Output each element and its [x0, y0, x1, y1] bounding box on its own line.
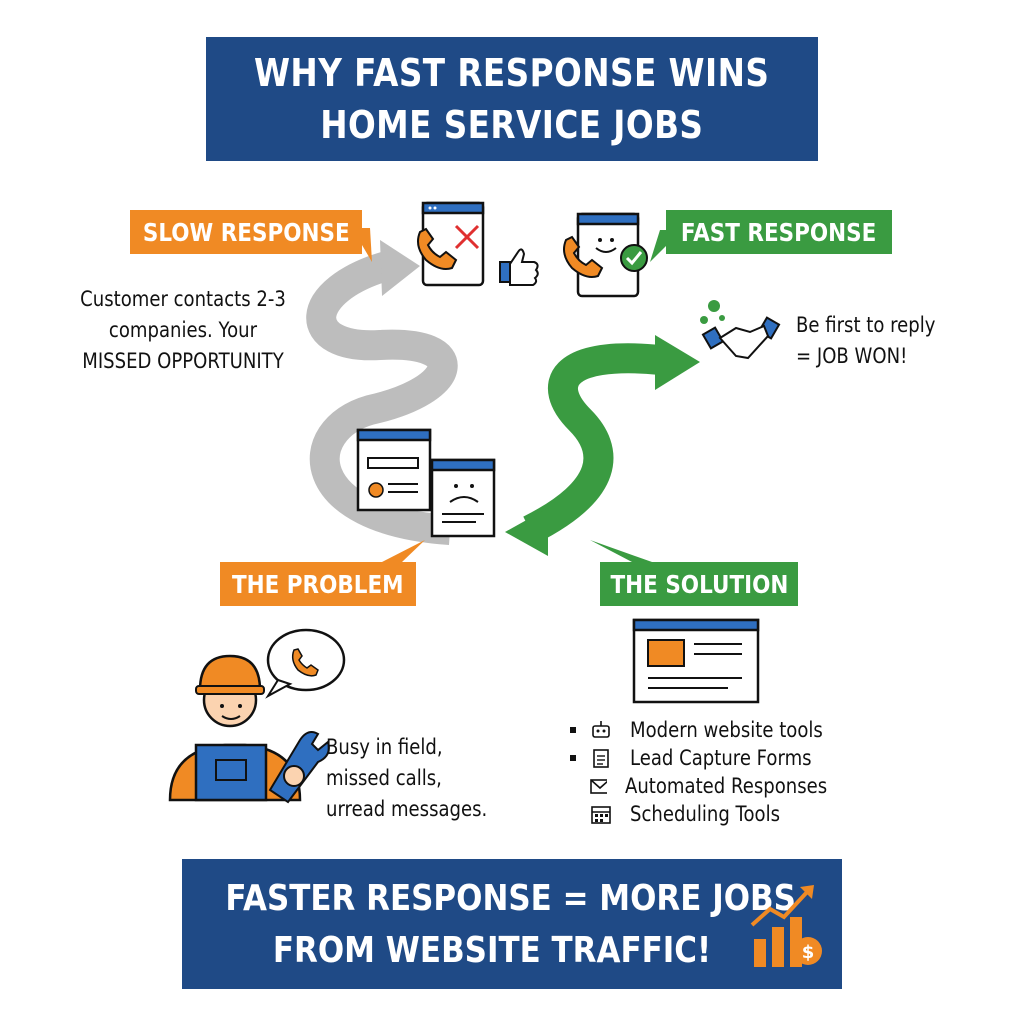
phone-happy-card [563, 212, 648, 298]
left-note-line-3: MISSED OPPORTUNITY [82, 349, 284, 373]
feature-label: Modern website tools [630, 718, 823, 742]
robot-icon [592, 721, 610, 738]
solution-tag: THE SOLUTION [600, 562, 798, 606]
problem-line-2: missed calls, [326, 766, 442, 790]
bullet-icon [570, 727, 576, 733]
problem-label: THE PROBLEM [232, 569, 404, 599]
left-note-line-1: Customer contacts 2-3 [80, 287, 286, 311]
clipboard-icon [593, 749, 609, 768]
left-note: Customer contacts 2-3 companies. Your MI… [60, 284, 306, 377]
left-note-line-2: companies. Your [108, 318, 258, 342]
solution-tag-pointer [590, 540, 652, 562]
svg-text:$: $ [802, 942, 815, 963]
problem-line-3: urread messages. [326, 797, 488, 821]
feature-item: Automated Responses [570, 772, 860, 800]
title-line-2: HOME SERVICE JOBS [320, 103, 704, 147]
slow-response-tag: SLOW RESPONSE [130, 210, 362, 254]
gray-winding-arrow [306, 240, 458, 545]
footer-text: FASTER RESPONSE = MORE JOBS FROM WEBSITE… [182, 873, 802, 977]
calendar-icon [591, 806, 611, 824]
title-line-1: WHY FAST RESPONSE WINS [254, 51, 770, 95]
footer-line-1: FASTER RESPONSE = MORE JOBS [225, 878, 796, 919]
envelope-icon [590, 779, 607, 794]
growth-chart-icon: $ [750, 885, 822, 967]
solution-label: THE SOLUTION [610, 569, 788, 599]
footer-line-2: FROM WEBSITE TRAFFIC! [272, 930, 712, 971]
slow-response-label: SLOW RESPONSE [142, 217, 350, 247]
feature-label: Automated Responses [624, 774, 828, 798]
problem-tag: THE PROBLEM [220, 562, 416, 606]
worker-illustration [168, 628, 346, 804]
footer-banner: FASTER RESPONSE = MORE JOBS FROM WEBSITE… [182, 859, 842, 989]
feature-label: Lead Capture Forms [630, 746, 812, 770]
handshake-icon [700, 300, 781, 360]
solution-browser [632, 618, 760, 704]
problem-description: Busy in field, missed calls, urread mess… [326, 732, 514, 825]
fast-response-label: FAST RESPONSE [681, 217, 877, 247]
right-note-line-2: = JOB WON! [796, 344, 908, 368]
feature-item: Lead Capture Forms [570, 744, 860, 772]
feature-label: Scheduling Tools [630, 802, 781, 826]
solution-feature-list: Modern website tools Lead Capture Forms … [570, 716, 860, 828]
green-winding-arrow [505, 335, 700, 556]
feature-item: Scheduling Tools [570, 800, 860, 828]
feature-item: Modern website tools [570, 716, 860, 744]
problem-line-1: Busy in field, [326, 735, 443, 759]
bullet-icon [570, 755, 576, 761]
sad-browser-windows [356, 428, 496, 538]
phone-missed-card [417, 201, 485, 287]
fast-response-tag: FAST RESPONSE [666, 210, 892, 254]
right-note: Be first to reply = JOB WON! [796, 310, 958, 372]
right-note-line-1: Be first to reply [796, 313, 936, 337]
thumbs-up-icon [499, 248, 539, 286]
title-banner: WHY FAST RESPONSE WINS HOME SERVICE JOBS [206, 37, 818, 161]
problem-tag-pointer [382, 540, 425, 562]
